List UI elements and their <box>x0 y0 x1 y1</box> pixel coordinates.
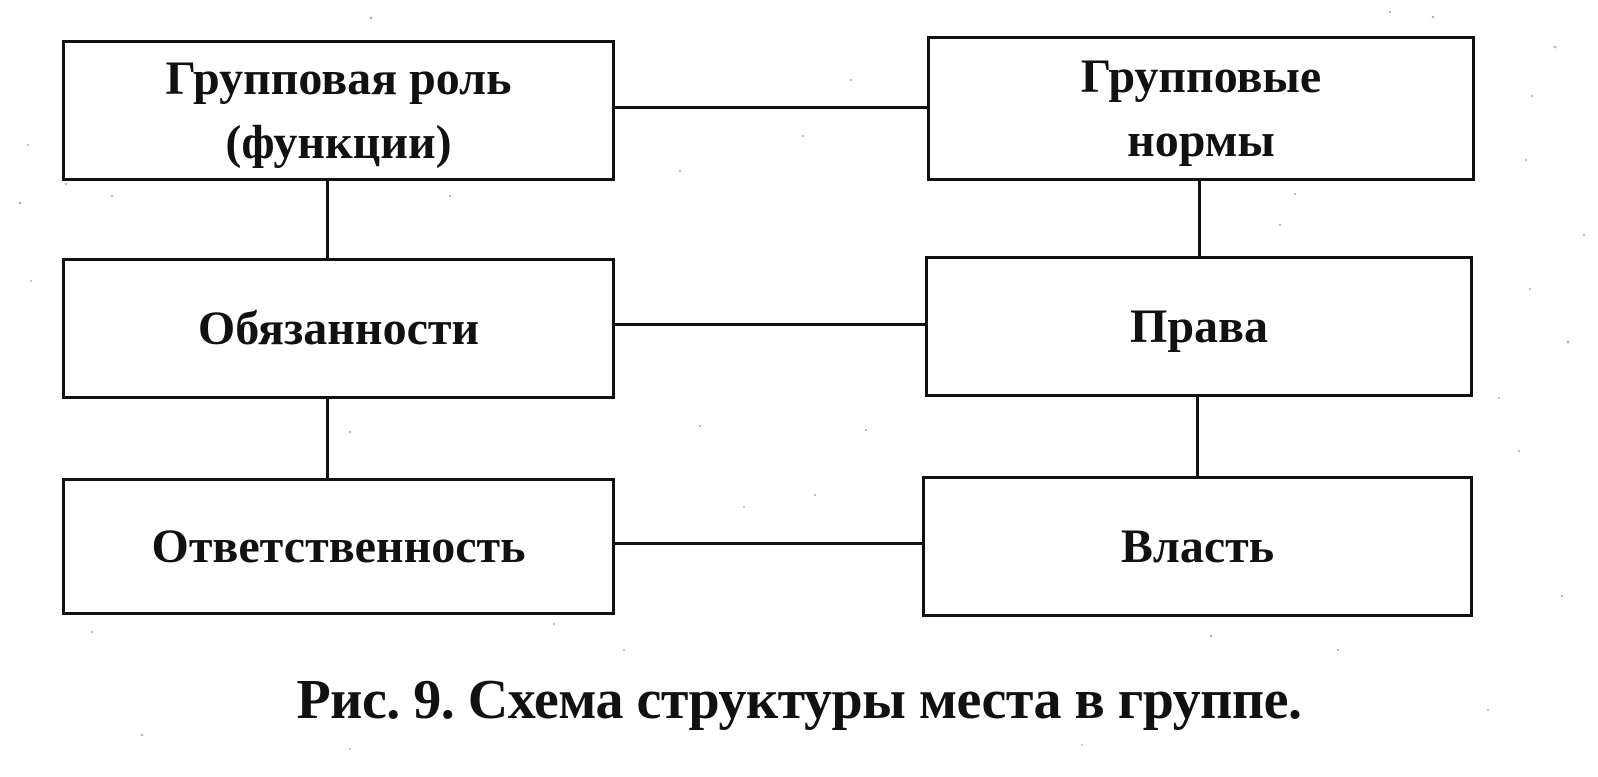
responsibility-box: Ответственность <box>62 478 615 615</box>
duties-to-responsibility-connector <box>326 399 329 478</box>
figure-caption: Рис. 9. Схема структуры места в группе. <box>296 669 1302 731</box>
role-to-duties-connector <box>326 181 329 258</box>
role-to-norms-connector <box>615 106 927 109</box>
power-box: Власть <box>922 476 1473 617</box>
duties-to-rights-connector <box>615 323 925 326</box>
power-label: Власть <box>1120 519 1275 573</box>
duties-box: Обязанности <box>62 258 615 399</box>
rights-box: Права <box>925 256 1473 397</box>
group-norms-label: Групповые нормы <box>1080 49 1322 167</box>
group-role-label: Групповая роль (функции) <box>165 51 512 169</box>
responsibility-label: Ответственность <box>151 519 526 573</box>
group-role-box: Групповая роль (функции) <box>62 40 615 181</box>
norms-to-rights-connector <box>1198 181 1201 256</box>
responsibility-to-power-connector <box>615 542 922 545</box>
group-norms-box: Групповые нормы <box>927 36 1475 181</box>
rights-label: Права <box>1130 299 1268 353</box>
rights-to-power-connector <box>1196 397 1199 476</box>
duties-label: Обязанности <box>197 301 480 355</box>
